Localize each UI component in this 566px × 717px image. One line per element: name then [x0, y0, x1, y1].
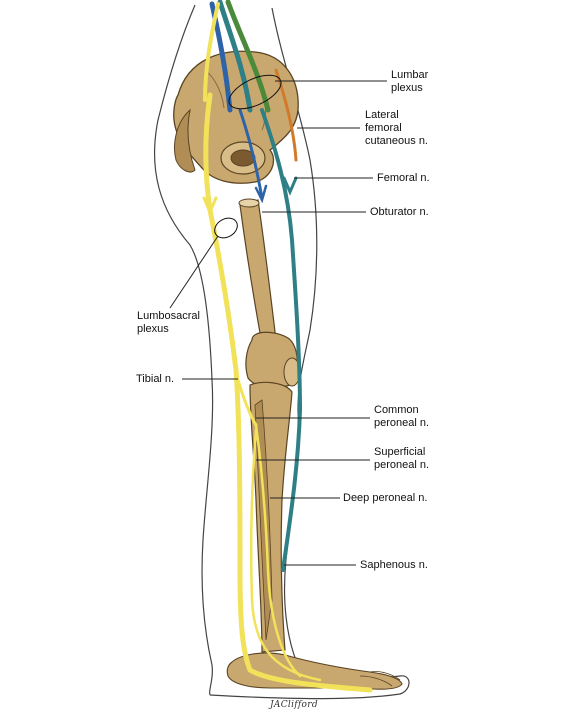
back-contour — [153, 4, 214, 696]
label-saphenous-nerve: Saphenous n. — [360, 559, 428, 571]
label-lateral-femoral-cutaneous: Lateral femoral cutaneous n. — [365, 109, 428, 147]
femoral-nerve — [260, 108, 303, 572]
femur-bone — [238, 198, 301, 389]
label-femoral-nerve: Femoral n. — [377, 172, 430, 184]
common-peroneal-nerve — [236, 378, 258, 427]
lumbar-root-2 — [217, 0, 253, 113]
obturator-arrow — [254, 184, 268, 204]
nerves — [202, 0, 373, 693]
sciatic-arrow — [202, 196, 218, 216]
label-tibial-nerve: Tibial n. — [136, 373, 175, 385]
label-deep-peroneal-nerve: Deep peroneal n. — [343, 492, 428, 504]
label-lumbar-plexus: Lumbar plexus — [391, 69, 429, 94]
obturator-nerve — [238, 108, 264, 200]
leader-lines — [169, 80, 387, 566]
superficial-peroneal-nerve — [254, 423, 302, 678]
femoral-arrow — [282, 176, 298, 196]
artist-signature: JAClifford — [270, 700, 318, 710]
lateral-femoral-cutaneous-nerve — [274, 68, 298, 162]
lumbar-root-3 — [225, 0, 271, 113]
lumbar-plexus-ring — [228, 74, 282, 110]
label-superficial-peroneal-nerve: Superficial peroneal n. — [374, 446, 430, 471]
label-lumbosacral-plexus: Lumbosacral plexus — [137, 310, 200, 335]
leader-lumbosacral — [169, 235, 219, 309]
lumbosacral-plexus-ring — [214, 217, 238, 239]
label-common-peroneal-nerve: Common peroneal n. — [374, 404, 430, 429]
lumbar-root-4 — [203, 2, 220, 102]
deep-peroneal-nerve — [249, 428, 322, 682]
label-obturator-nerve: Obturator n. — [370, 206, 429, 218]
